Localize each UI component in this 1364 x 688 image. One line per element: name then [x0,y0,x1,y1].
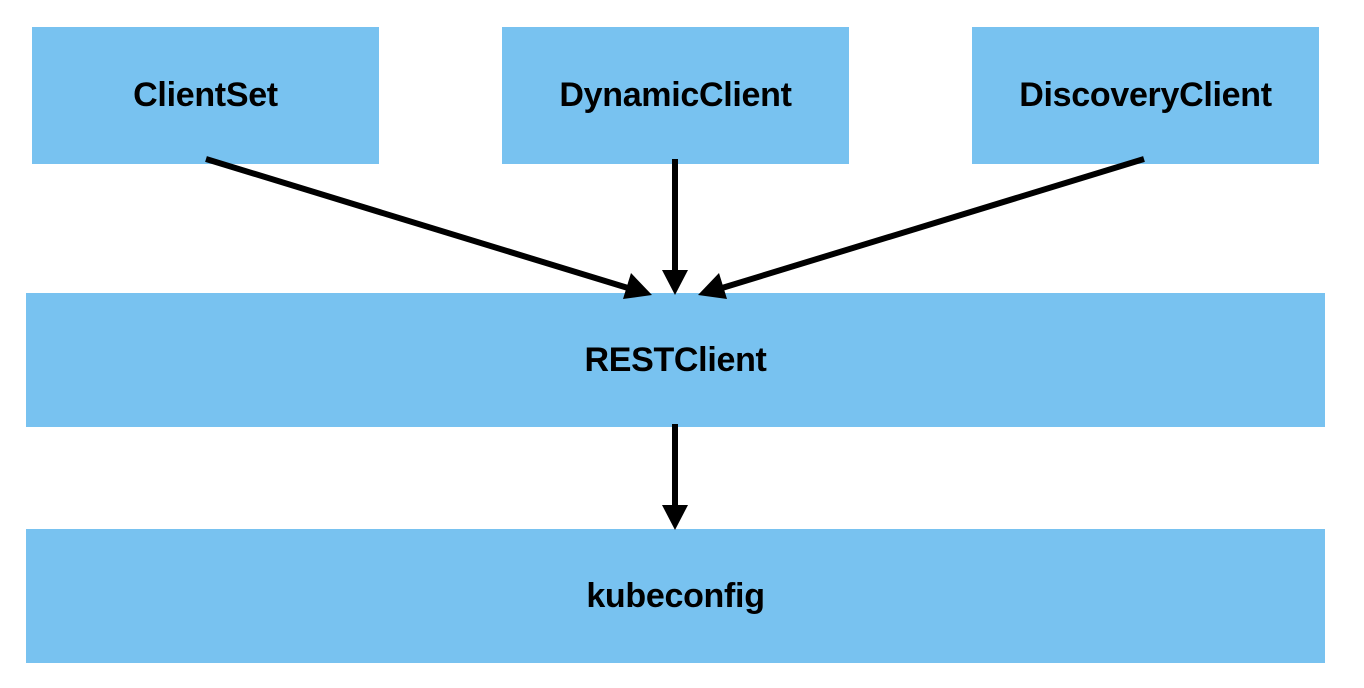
edge-rest-client-to-kubeconfig [662,424,688,530]
node-clientset: ClientSet [32,27,379,164]
node-clientset-label: ClientSet [133,76,278,114]
node-kubeconfig-label: kubeconfig [586,576,765,615]
edge-clientset-to-rest-client [205,156,652,299]
node-discovery-client-label: DiscoveryClient [1019,76,1272,114]
node-discovery-client: DiscoveryClient [972,27,1319,164]
node-kubeconfig: kubeconfig [26,529,1325,663]
node-dynamic-client: DynamicClient [502,27,849,164]
edge-discovery-client-to-rest-client [698,156,1145,299]
node-rest-client: RESTClient [26,293,1325,427]
node-dynamic-client-label: DynamicClient [559,76,792,114]
node-rest-client-label: RESTClient [584,340,767,379]
edge-dynamic-client-to-rest-client [662,159,688,295]
